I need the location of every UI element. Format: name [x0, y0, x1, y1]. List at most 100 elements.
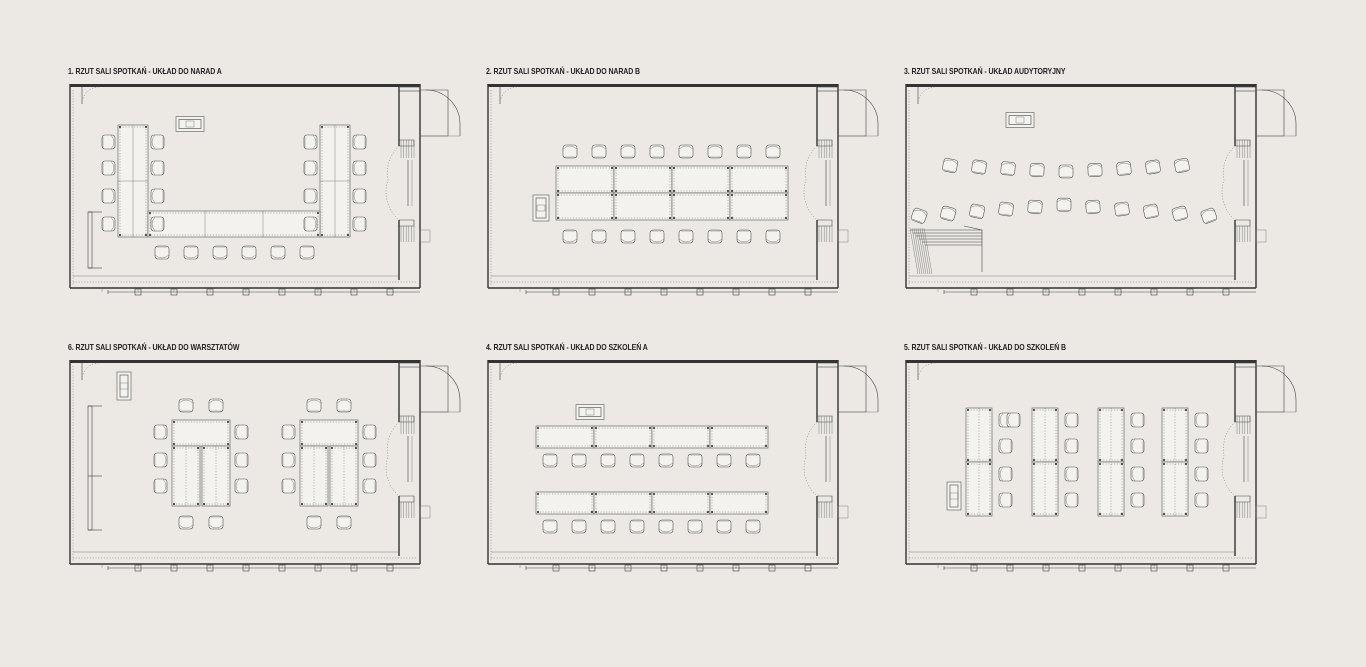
chair	[234, 452, 249, 468]
chair	[1064, 438, 1079, 454]
chair	[716, 453, 732, 468]
table	[171, 419, 231, 447]
table	[651, 491, 711, 515]
floor-plan-5	[905, 360, 1297, 572]
chair	[1116, 161, 1132, 176]
chair	[542, 453, 558, 468]
furniture	[87, 116, 367, 269]
chair	[1130, 466, 1145, 482]
room-walls	[69, 84, 461, 289]
chair	[153, 452, 168, 468]
floor-plan-6	[69, 360, 461, 572]
plan-panel-4: 4. RZUT SALI SPOTKAŃ - UKŁAD DO SZKOLEŃ …	[486, 342, 886, 582]
plan-panel-2: 2. RZUT SALI SPOTKAŃ - UKŁAD DO NARAD B	[486, 66, 886, 306]
chair	[306, 515, 322, 530]
chair	[281, 452, 296, 468]
chair	[1200, 207, 1218, 224]
chair	[1056, 197, 1072, 212]
chair	[1171, 205, 1188, 222]
chair	[208, 515, 224, 530]
chair	[1145, 159, 1161, 175]
chair	[940, 205, 957, 222]
tiered-seating	[909, 225, 983, 275]
chair	[736, 144, 752, 159]
chair	[153, 478, 168, 494]
projector-screen	[575, 404, 605, 420]
chair	[101, 188, 116, 204]
chair	[998, 201, 1014, 217]
chair	[150, 134, 165, 150]
furniture	[946, 407, 1209, 517]
chair	[649, 144, 665, 159]
chair	[971, 159, 987, 175]
chair	[969, 203, 986, 219]
chair	[352, 160, 367, 176]
chair	[542, 519, 558, 534]
facade-windows	[937, 564, 1256, 572]
chair	[562, 144, 578, 159]
table	[171, 445, 201, 507]
furniture	[910, 112, 1218, 224]
chair	[745, 453, 761, 468]
chair	[1085, 199, 1101, 214]
table	[613, 192, 673, 221]
chair	[1114, 201, 1130, 217]
chair	[281, 478, 296, 494]
chair	[649, 229, 665, 244]
chair	[153, 424, 168, 440]
table	[729, 165, 789, 194]
projector-screen	[946, 481, 962, 511]
projector-screen	[1005, 112, 1035, 128]
chair	[1027, 199, 1043, 214]
room-walls	[905, 84, 1297, 289]
plan-title: 3. RZUT SALI SPOTKAŃ - UKŁAD AUDYTORYJNY	[904, 66, 1066, 76]
chair	[707, 144, 723, 159]
chair	[678, 144, 694, 159]
table	[729, 192, 789, 221]
chair	[234, 424, 249, 440]
chair	[707, 229, 723, 244]
chair	[629, 453, 645, 468]
table	[709, 491, 769, 515]
chair	[178, 398, 194, 413]
chair	[336, 515, 352, 530]
chair	[303, 134, 318, 150]
table	[147, 210, 321, 238]
table	[201, 445, 231, 507]
chair	[620, 229, 636, 244]
chair	[352, 216, 367, 232]
chair	[600, 453, 616, 468]
chair	[600, 519, 616, 534]
chair	[270, 245, 286, 260]
chair	[910, 207, 928, 224]
chair	[1064, 466, 1079, 482]
chair	[998, 466, 1013, 482]
facade-windows	[101, 564, 420, 572]
chair	[101, 216, 116, 232]
chair	[998, 492, 1013, 508]
chair	[183, 245, 199, 260]
room-walls	[69, 360, 461, 565]
facade-windows	[519, 564, 838, 572]
chair	[1142, 203, 1159, 219]
plan-panel-3: 3. RZUT SALI SPOTKAŃ - UKŁAD AUDYTORYJNY	[904, 66, 1304, 306]
table	[555, 192, 615, 221]
chair	[736, 229, 752, 244]
chair	[362, 478, 377, 494]
furniture	[87, 371, 377, 531]
plan-panel-5: 5. RZUT SALI SPOTKAŃ - UKŁAD DO SZKOLEŃ …	[904, 342, 1304, 582]
chair	[306, 398, 322, 413]
table	[709, 425, 769, 449]
chair	[591, 144, 607, 159]
chair	[352, 188, 367, 204]
furniture	[535, 404, 769, 534]
chair	[1029, 162, 1045, 178]
chair	[716, 519, 732, 534]
floor-plan-1	[69, 84, 461, 296]
chair	[687, 453, 703, 468]
chair	[150, 188, 165, 204]
projector-screen	[175, 116, 205, 132]
chair	[212, 245, 228, 260]
chair	[1130, 492, 1145, 508]
chair	[362, 452, 377, 468]
